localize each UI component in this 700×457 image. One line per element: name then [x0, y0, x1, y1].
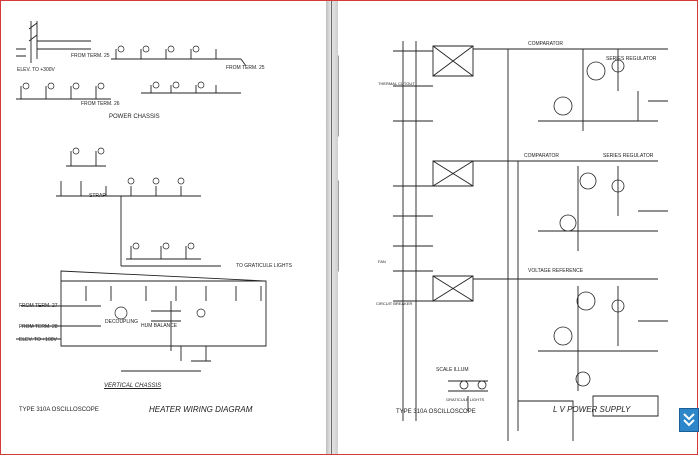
footer-title-left: HEATER WIRING DIAGRAM — [149, 405, 253, 414]
double-chevron-down-icon — [683, 413, 695, 427]
label-comparator-2: COMPARATOR — [524, 153, 560, 159]
label-from-term-28: FROM TERM. 28 — [19, 324, 58, 330]
label-series-regulator-1: SERIES REGULATOR — [606, 56, 657, 62]
label-from-term-27: FROM TERM. 27 — [19, 303, 58, 309]
section-vertical-chassis: VERTICAL CHASSIS — [104, 383, 162, 389]
label-comparator-1: COMPARATOR — [528, 41, 564, 47]
label-series-regulator-2: SERIES REGULATOR — [603, 153, 654, 159]
scroll-down-button[interactable] — [679, 408, 699, 432]
section-power-chassis: POWER CHASSIS — [109, 114, 160, 120]
label-fan: FAN — [378, 259, 386, 264]
page-heater-wiring: ELEV. TO +300V FROM TERM. 25 FROM TERM. … — [1, 1, 326, 454]
heater-wiring-schematic — [16, 21, 267, 372]
label-decoupling: DECOUPLING — [105, 319, 139, 325]
label-graticule-lights: GRATICULE LIGHTS — [446, 397, 485, 402]
page-lv-power-supply: COMPARATOR SERIES REGULATOR COMPARATOR S… — [338, 1, 678, 454]
label-from-term-25b: FROM TERM. 25 — [226, 65, 265, 71]
label-scale-illum: SCALE ILLUM — [436, 367, 469, 373]
label-elev-100: ELEV. TO +100V — [19, 337, 57, 343]
page-divider — [331, 1, 332, 454]
page-gutter — [326, 1, 338, 454]
label-voltage-reference: VOLTAGE REFERENCE — [528, 268, 584, 274]
label-from-term-26: FROM TERM. 26 — [81, 101, 120, 107]
label-to-graticule: TO GRATICULE LIGHTS — [236, 263, 292, 269]
lv-power-supply-schematic — [338, 41, 668, 441]
label-strap: STRAP — [89, 193, 106, 199]
footer-title-right: L V POWER SUPPLY — [553, 405, 631, 414]
label-from-term-25a: FROM TERM. 25 — [71, 53, 110, 59]
label-hum-balance: HUM BALANCE — [141, 323, 178, 329]
footer-model-left: TYPE 310A OSCILLOSCOPE — [19, 407, 99, 413]
label-thermal-cutout: THERMAL CUTOUT — [378, 81, 415, 86]
footer-model-right: TYPE 310A OSCILLOSCOPE — [396, 409, 476, 415]
label-circuit-breaker: CIRCUIT BREAKER — [376, 301, 413, 306]
label-elev-300: ELEV. TO +300V — [17, 67, 55, 73]
